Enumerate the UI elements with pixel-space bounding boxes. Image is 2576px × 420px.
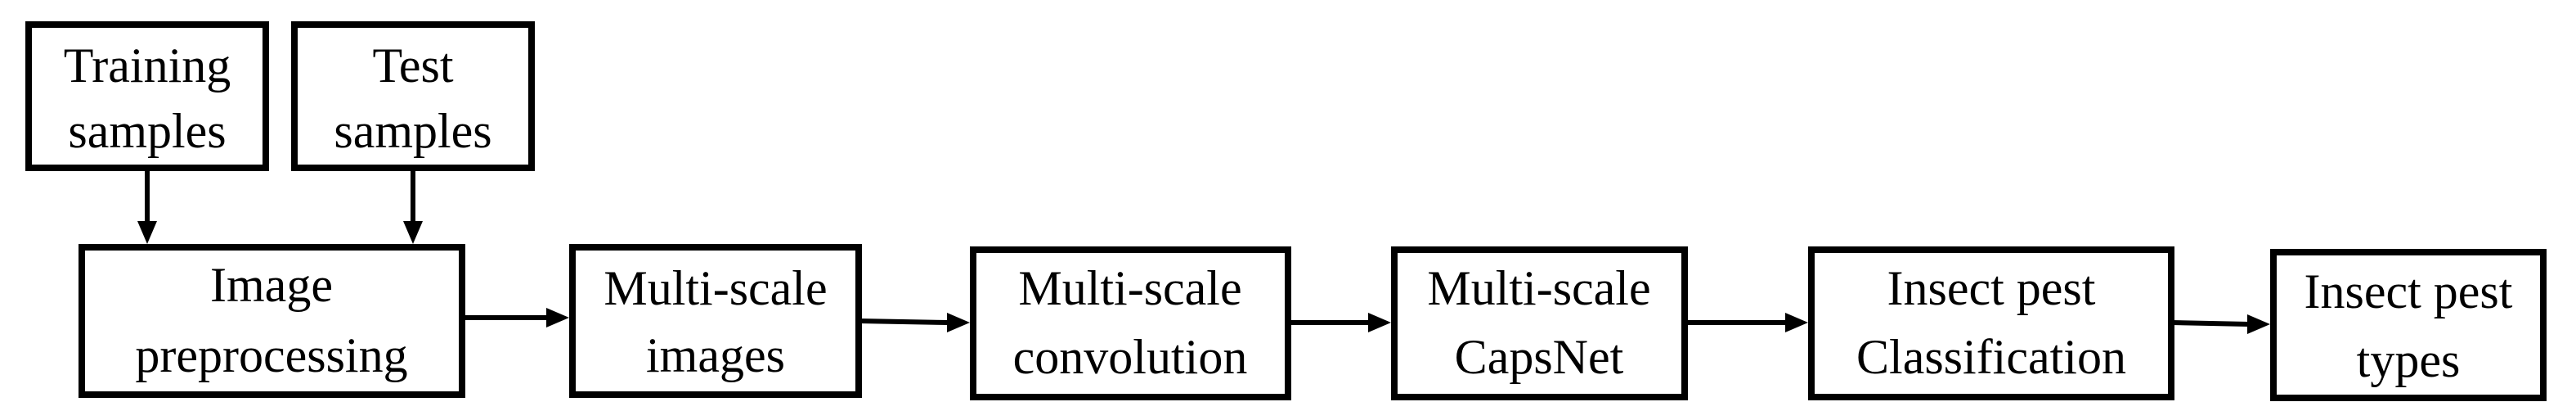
node-multiscale-convolution-line1: Multi-scale (1018, 261, 1241, 315)
node-training-samples: Training samples (25, 21, 269, 171)
node-insect-pest-classification: Insect pest Classification (1808, 246, 2174, 400)
node-insect-pest-types-line1: Insect pest (2304, 264, 2513, 318)
node-test-samples: Test samples (291, 21, 535, 171)
node-insect-pest-types: Insect pest types (2270, 249, 2547, 401)
node-multiscale-convolution-box (970, 246, 1291, 400)
arrow-classification-to-types (2170, 314, 2270, 334)
arrow-multiscale-images-to-convolution (858, 313, 970, 332)
node-insect-pest-types-box (2270, 249, 2547, 401)
node-multiscale-capsnet-line1: Multi-scale (1427, 261, 1650, 315)
arrow-test-to-preprocessing (403, 168, 423, 244)
node-image-preprocessing-line1: Image (210, 258, 333, 312)
node-insect-pest-types-line2: types (2357, 333, 2461, 387)
node-insect-pest-classification-line1: Insect pest (1887, 261, 2096, 315)
node-multiscale-capsnet: Multi-scale CapsNet (1391, 246, 1688, 400)
node-multiscale-capsnet-line2: CapsNet (1455, 330, 1624, 384)
node-multiscale-convolution-line2: convolution (1013, 330, 1248, 384)
node-multiscale-capsnet-box (1391, 246, 1688, 400)
arrow-capsnet-to-classification (1685, 313, 1808, 332)
node-multiscale-images-line2: images (646, 328, 785, 382)
node-multiscale-convolution: Multi-scale convolution (970, 246, 1291, 400)
node-training-samples-line2: samples (68, 104, 226, 158)
node-insect-pest-classification-line2: Classification (1856, 330, 2126, 384)
node-multiscale-images-line1: Multi-scale (604, 261, 827, 315)
node-image-preprocessing-box (79, 244, 465, 398)
arrow-convolution-to-capsnet (1288, 313, 1391, 332)
node-multiscale-images: Multi-scale images (569, 244, 862, 398)
node-test-samples-line1: Test (372, 38, 453, 93)
node-image-preprocessing-line2: preprocessing (135, 328, 407, 382)
node-image-preprocessing: Image preprocessing (79, 244, 465, 398)
arrow-preprocessing-to-multiscale-images (462, 308, 569, 327)
node-test-samples-line2: samples (334, 104, 491, 158)
node-training-samples-line1: Training (64, 38, 231, 93)
node-training-samples-box (25, 21, 269, 171)
arrow-training-to-preprocessing (137, 168, 157, 244)
node-insect-pest-classification-box (1808, 246, 2174, 400)
